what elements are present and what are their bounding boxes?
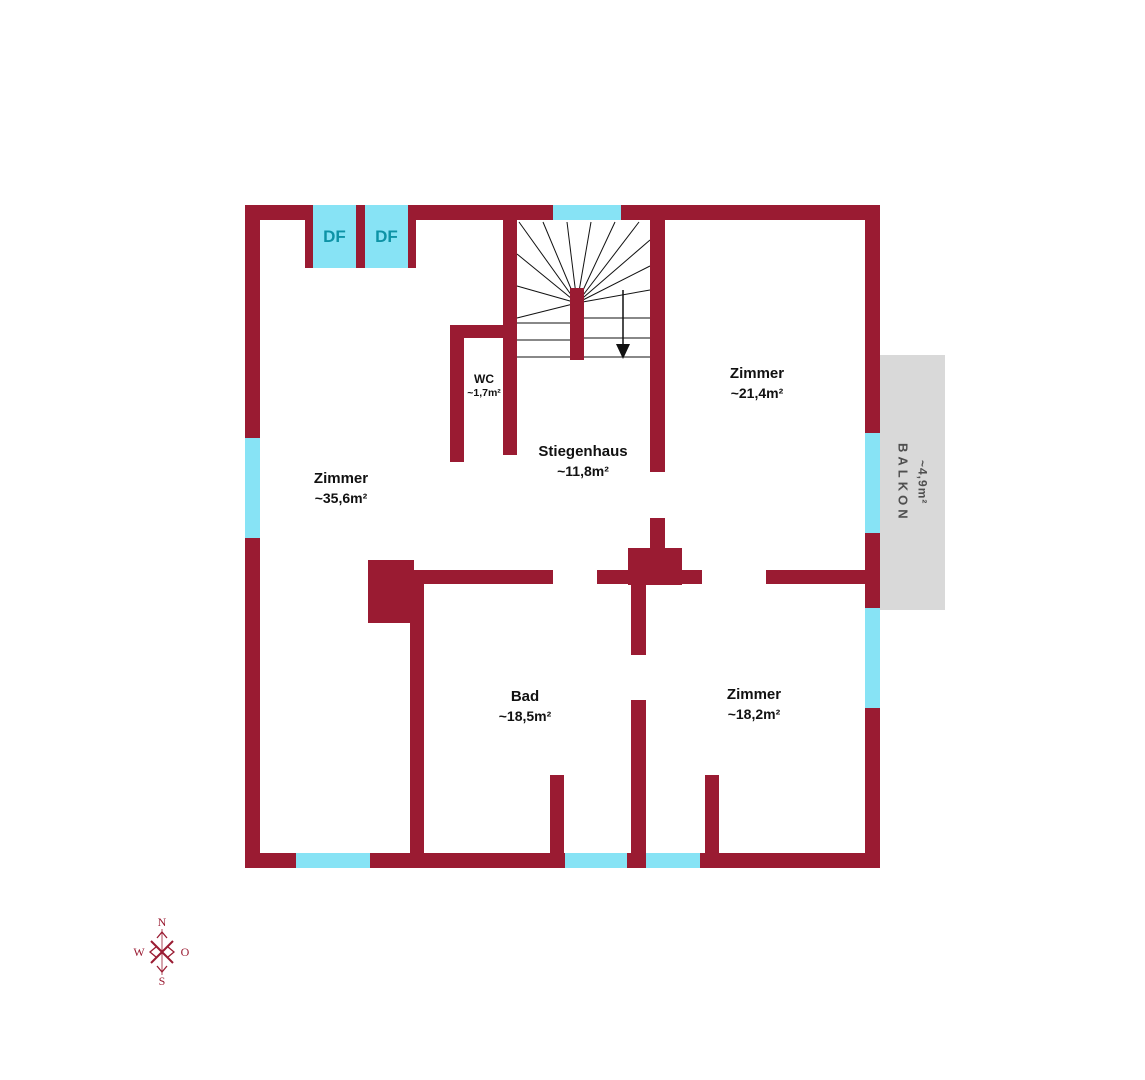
room-name: Zimmer <box>726 686 782 703</box>
wall-outer-right <box>865 205 880 868</box>
room-label-stiegenhaus: Stiegenhaus ~11,8m² <box>538 443 627 479</box>
compass-south: S <box>159 974 166 988</box>
wall-horizontal-a <box>412 570 553 584</box>
window-bottom-left <box>296 853 370 868</box>
wall-wc-top <box>450 325 517 338</box>
stair-direction-arrow <box>616 290 630 359</box>
window-right-lower <box>865 608 880 708</box>
compass-east: O <box>181 945 190 959</box>
wall-stub-bottom-left <box>550 775 564 853</box>
wall-horizontal-c <box>680 570 702 584</box>
compass-north: N <box>158 915 167 929</box>
wall-mid-upper <box>631 585 646 655</box>
window-top-stair <box>553 205 621 220</box>
wall-horizontal-d <box>766 570 865 584</box>
wall-outer-bottom <box>245 853 880 868</box>
room-area: ~35,6m² <box>314 490 368 506</box>
wall-block-mid <box>628 548 682 585</box>
room-name: Stiegenhaus <box>538 443 628 460</box>
compass-rose: N O S W <box>133 915 190 988</box>
room-label-zimmer-bottom-right: Zimmer ~18,2m² <box>727 686 781 722</box>
room-area: ~11,8m² <box>557 463 609 479</box>
balcony: BALKON ~4,9m² <box>880 355 945 610</box>
balcony-label: BALKON <box>895 442 911 523</box>
wall-stair-right <box>650 205 665 472</box>
balcony-area: ~4,9m² <box>915 460 930 505</box>
room-area: ~18,5m² <box>498 708 552 724</box>
wall-mid-lower <box>631 700 646 853</box>
room-label-wc: WC ~1,7m² <box>467 372 501 399</box>
room-label-bad: Bad ~18,5m² <box>499 688 552 724</box>
staircase <box>516 221 651 359</box>
skylight-label: DF <box>323 226 346 246</box>
window-bottom-mid <box>565 853 627 868</box>
compass-west: W <box>133 945 145 959</box>
room-area: ~21,4m² <box>730 385 784 401</box>
wall-bad-left <box>410 584 424 853</box>
window-right-upper <box>865 433 880 533</box>
room-area: ~18,2m² <box>727 706 781 722</box>
room-name: Zimmer <box>729 365 785 382</box>
wall-block-left <box>368 560 414 623</box>
window-bottom-right <box>646 853 700 868</box>
room-name: Zimmer <box>313 470 369 487</box>
room-area: ~1,7m² <box>467 387 501 399</box>
room-name: WC <box>474 372 494 386</box>
wall-wc-left <box>450 325 464 462</box>
window-left <box>245 438 260 538</box>
wall-horizontal-b <box>597 570 630 584</box>
room-label-zimmer-top-right: Zimmer ~21,4m² <box>730 365 784 401</box>
room-name: Bad <box>510 688 540 705</box>
wall-stub-bottom-right <box>705 775 719 853</box>
room-label-zimmer-left: Zimmer ~35,6m² <box>314 470 368 506</box>
skylight-label: DF <box>375 226 398 246</box>
skylight-df-1: DF <box>313 205 356 268</box>
skylight-df-2: DF <box>365 205 408 268</box>
wall-stair-newel <box>570 288 584 360</box>
